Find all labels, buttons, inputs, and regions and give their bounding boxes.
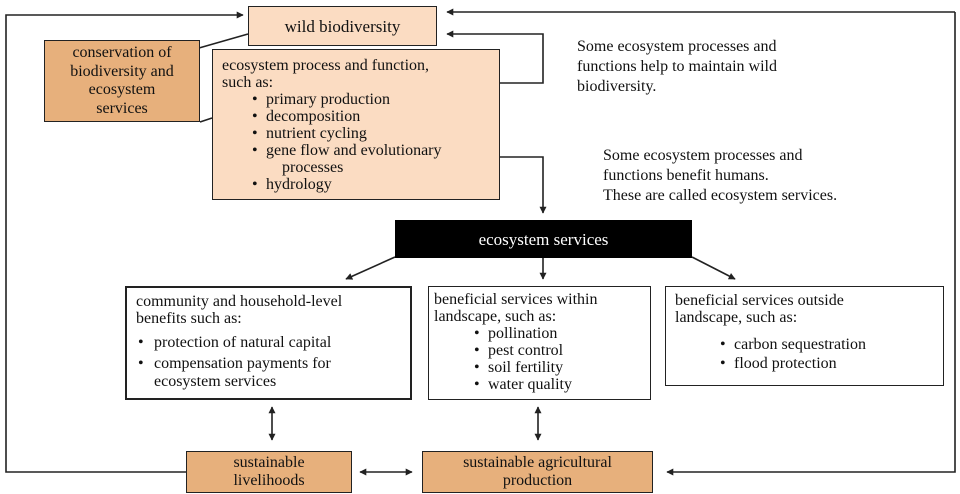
list-item: pest control <box>474 342 645 359</box>
note-line: functions benefit humans. <box>603 167 769 184</box>
list-item: carbon sequestration <box>720 335 934 354</box>
within-landscape-heading: beneficial services within <box>434 291 598 308</box>
conservation-line: biodiversity and <box>70 62 174 80</box>
within-landscape-heading: landscape, such as: <box>434 308 557 325</box>
process-services-connector <box>500 156 547 214</box>
community-benefits-list: protection of natural capital compensati… <box>138 333 401 391</box>
conservation-line: ecosystem <box>88 81 156 98</box>
list-item: decomposition <box>252 108 490 125</box>
sustainable-livelihoods-line: livelihoods <box>233 472 305 489</box>
list-item: flood protection <box>720 354 934 373</box>
note-line: Some ecosystem processes and <box>577 38 777 55</box>
wild-biodiversity-node: wild biodiversity <box>248 6 437 46</box>
sustainable-livelihoods-line: sustainable <box>233 454 305 471</box>
conservation-line: services <box>96 99 148 117</box>
note-line: functions help to maintain wild <box>577 58 777 75</box>
outside-landscape-node: beneficial services outside landscape, s… <box>665 286 944 386</box>
within-landscape-node: beneficial services within landscape, su… <box>428 286 651 400</box>
community-benefits-node: community and household-level benefits s… <box>125 286 412 400</box>
outside-landscape-list: carbon sequestration flood protection <box>720 335 934 373</box>
loop-left-connector <box>5 11 244 473</box>
sustainable-agriculture-node: sustainable agricultural production <box>422 451 653 493</box>
conservation-node: conservation of biodiversity and ecosyst… <box>44 40 200 122</box>
sustainable-agriculture-line: production <box>502 472 573 489</box>
outside-landscape-heading: beneficial services outside <box>675 292 844 309</box>
note-benefit-humans: Some ecosystem processes and functions b… <box>603 146 837 206</box>
list-item: protection of natural capital <box>138 333 401 352</box>
list-item: pollination <box>474 325 645 342</box>
list-item: water quality <box>474 376 645 393</box>
list-item: hydrology <box>252 176 490 193</box>
ecosystem-services-label: ecosystem services <box>478 229 609 249</box>
within-landscape-list: pollination pest control soil fertility … <box>474 325 645 393</box>
ecosystem-process-heading: such as: <box>222 74 274 91</box>
services-community-arrow <box>345 256 396 280</box>
outside-landscape-heading: landscape, such as: <box>675 309 798 326</box>
list-item: soil fertility <box>474 359 645 376</box>
conservation-process-connector <box>199 117 213 123</box>
list-item: primary production <box>252 91 490 108</box>
community-benefits-heading: community and household-level <box>136 293 343 310</box>
community-benefits-heading: benefits such as: <box>136 310 242 327</box>
sustainable-livelihoods-node: sustainable livelihoods <box>186 451 352 493</box>
sustainable-agriculture-line: sustainable agricultural <box>463 454 612 471</box>
ecosystem-process-heading: ecosystem process and function, <box>222 57 430 74</box>
list-item: nutrient cycling <box>252 125 490 142</box>
ecosystem-process-node: ecosystem process and function, such as:… <box>212 49 500 200</box>
process-feedback-connector <box>446 30 544 84</box>
note-line: Some ecosystem processes and <box>603 147 803 164</box>
ecosystem-services-node: ecosystem services <box>395 220 692 258</box>
note-line: These are called ecosystem services. <box>603 187 838 204</box>
ecosystem-process-list: primary production decomposition nutrien… <box>252 91 490 193</box>
services-outside-arrow <box>691 256 736 280</box>
note-maintain-biodiversity: Some ecosystem processes and functions h… <box>577 37 777 97</box>
conservation-wild-connector <box>198 33 249 49</box>
loop-right-connector <box>666 12 956 476</box>
note-line: biodiversity. <box>577 78 657 95</box>
conservation-line: conservation of <box>72 44 172 61</box>
wild-biodiversity-label: wild biodiversity <box>284 16 401 36</box>
